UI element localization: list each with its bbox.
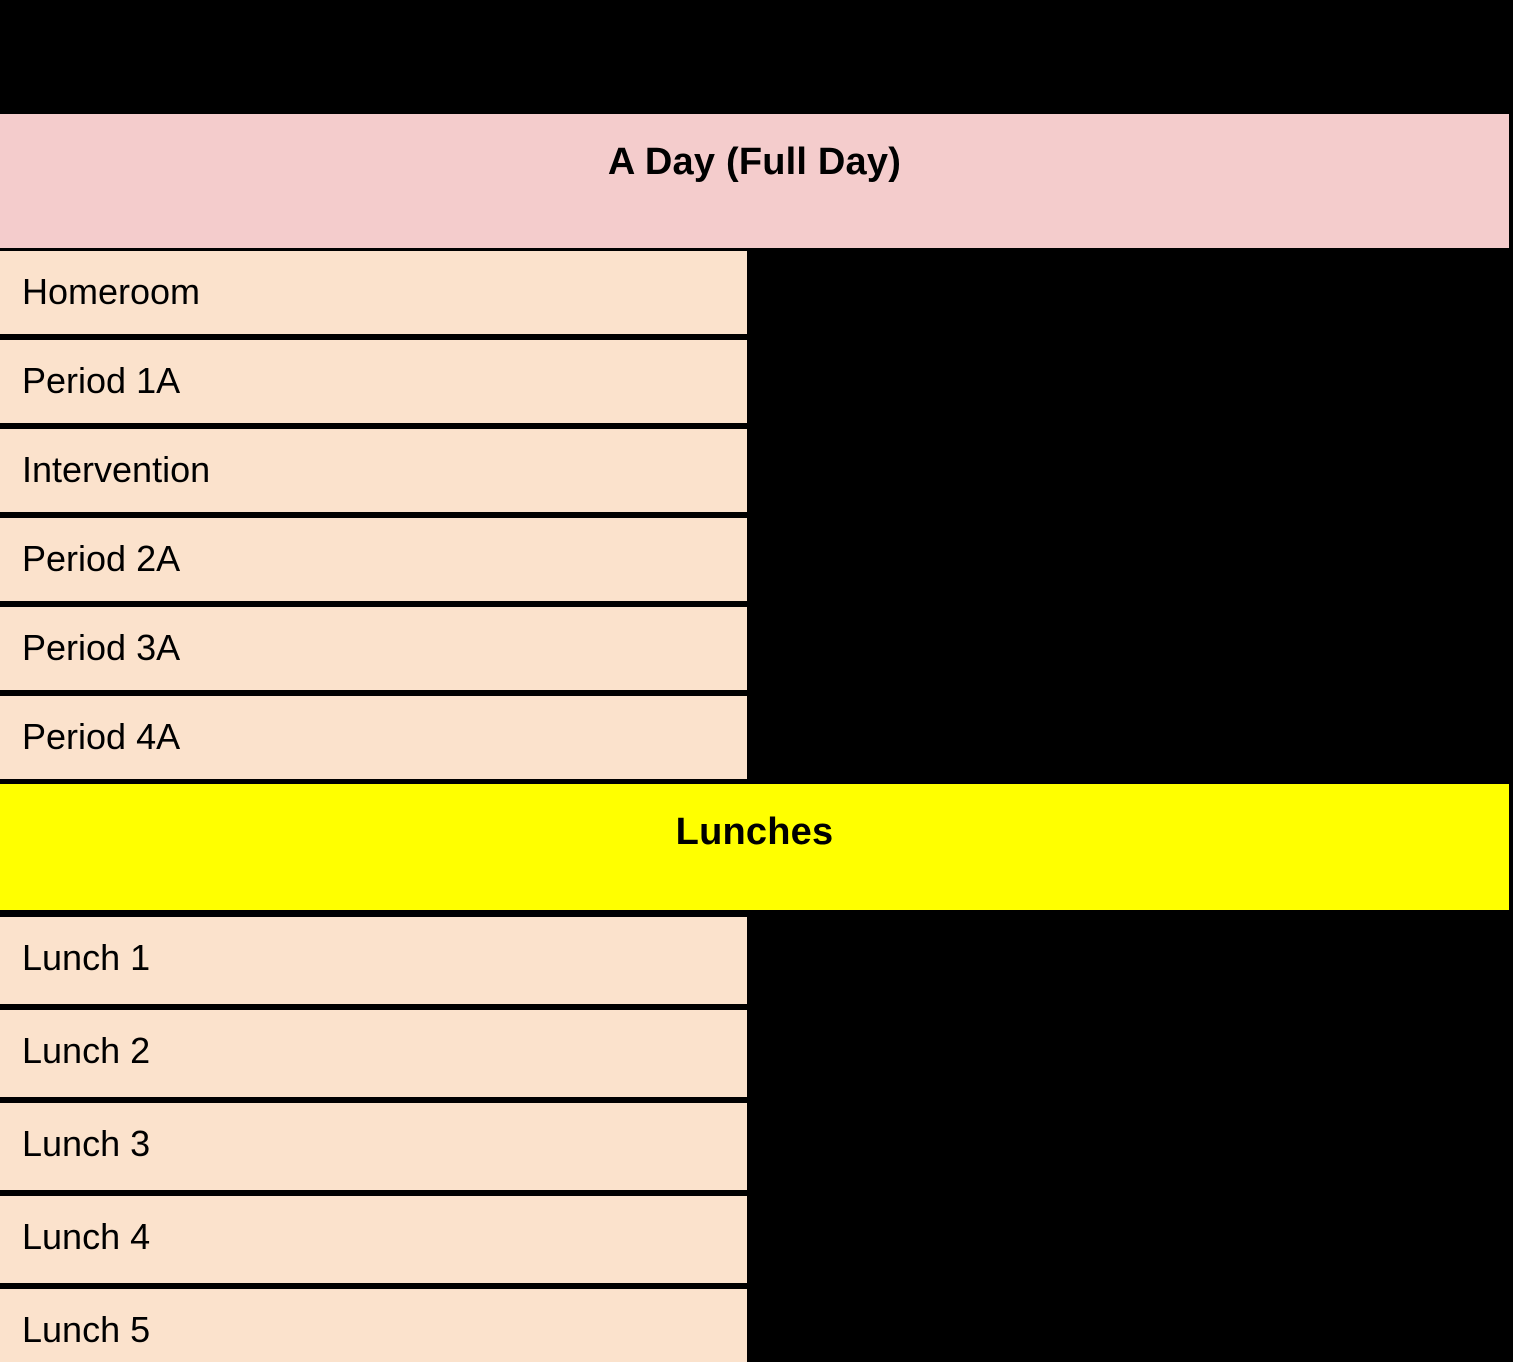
schedule-row-label: Period 1A — [22, 360, 181, 401]
schedule-row-label: Homeroom — [22, 271, 201, 312]
schedule-row-label: Period 4A — [22, 716, 181, 757]
day-header-banner: A Day (Full Day) — [0, 110, 1509, 252]
schedule-row-homeroom: Homeroom — [0, 248, 747, 337]
schedule-row-lunch-5: Lunch 5 — [0, 1286, 747, 1362]
schedule-row-label: Period 3A — [22, 627, 181, 668]
schedule-row-period-1a: Period 1A — [0, 337, 747, 426]
schedule-row-intervention: Intervention — [0, 426, 747, 515]
lunches-header-banner: Lunches — [0, 780, 1509, 914]
schedule-row-label: Lunch 3 — [22, 1123, 151, 1164]
day-header-title: A Day (Full Day) — [607, 141, 902, 183]
schedule-row-period-3a: Period 3A — [0, 604, 747, 693]
schedule-row-label: Period 2A — [22, 538, 181, 579]
schedule-row-lunch-3: Lunch 3 — [0, 1100, 747, 1193]
schedule-row-label: Lunch 1 — [22, 937, 151, 978]
lunches-header-title: Lunches — [675, 811, 834, 853]
schedule-row-label: Intervention — [22, 449, 211, 490]
schedule-row-label: Lunch 4 — [22, 1216, 151, 1257]
schedule-row-lunch-2: Lunch 2 — [0, 1007, 747, 1100]
schedule-row-lunch-1: Lunch 1 — [0, 914, 747, 1007]
schedule-row-lunch-4: Lunch 4 — [0, 1193, 747, 1286]
schedule-row-label: Lunch 5 — [22, 1309, 151, 1350]
schedule-row-period-4a: Period 4A — [0, 693, 747, 782]
schedule-row-period-2a: Period 2A — [0, 515, 747, 604]
schedule-row-label: Lunch 2 — [22, 1030, 151, 1071]
